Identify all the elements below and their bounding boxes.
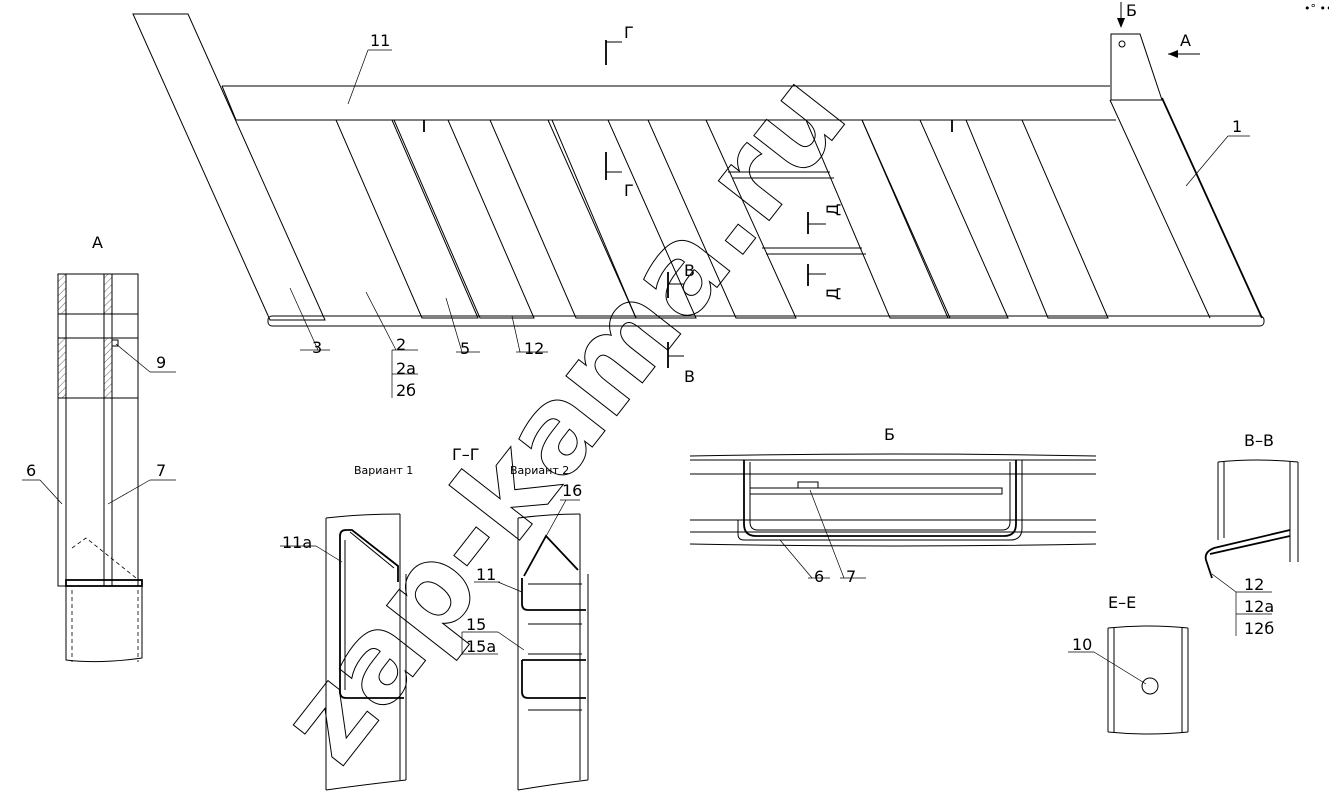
label-7: 7 [156,461,166,480]
label-11: 11 [370,31,390,50]
section-v-bottom: В [684,367,695,386]
section-vv-title: В–В [1244,431,1274,450]
label-7-b: 7 [846,567,856,586]
watermark: zap-kama.ru [253,49,872,788]
label-6: 6 [26,461,36,480]
variant-2-caption: Вариант 2 [510,464,569,477]
label-2: 2 [396,335,406,354]
label-12-vv: 12 [1244,575,1264,594]
label-12: 12 [524,339,544,358]
label-11: 11 [476,565,496,584]
view-b: Б 6 7 [689,425,1097,586]
leaders-main: 11 1 3 2 2а 2б 5 12 [289,31,1250,400]
label-5: 5 [460,339,470,358]
section-d-bottom: Д [823,288,842,301]
view-a-title: А [92,233,103,252]
section-mark-g-top: Г [605,23,634,65]
section-mark-g-mid: Г [605,152,634,200]
label-12b: 12б [1244,619,1274,638]
label-2a: 2а [396,359,416,378]
variant-1-caption: Вариант 1 [354,464,413,477]
section-ee: Е–Е 10 [1068,593,1189,735]
corner-mark: •° ••• [1304,2,1329,15]
left-rail [132,13,326,321]
view-b-mark: Б [1126,1,1137,20]
label-10: 10 [1072,635,1092,654]
view-mark-a: А [1168,31,1200,58]
label-1: 1 [1232,117,1242,136]
label-9: 9 [156,353,166,372]
label-2b: 2б [396,381,416,400]
section-mark-v-bottom: В [667,342,695,386]
label-11a: 11а [282,533,312,552]
label-3: 3 [312,338,322,357]
section-mark-d: Д Д [807,204,842,301]
section-gg-title: Г–Г [452,445,480,464]
section-mark-v-top: В [667,261,695,298]
view-a-mark: А [1180,31,1191,50]
view-b-title: Б [884,425,895,444]
slats [335,119,1109,319]
section-vv: В–В 12 12а 12б [1204,431,1299,638]
label-12a: 12а [1244,597,1274,616]
section-v-top: В [684,261,695,280]
section-g-mid: Г [624,181,634,200]
main-platform-view: Г Г В В Д Д Б [132,1,1265,400]
label-15a: 15а [466,637,496,656]
section-d-top: Д [823,204,842,217]
section-ee-title: Е–Е [1108,593,1136,612]
view-mark-b: Б [1117,1,1137,28]
section-gg: Г–Г Вариант 1 Вариант 2 11а 16 11 15 15а [280,445,589,791]
view-a: А 9 6 7 [22,233,176,663]
label-16: 16 [562,481,582,500]
section-g-top: Г [624,23,634,42]
label-6-b: 6 [814,567,824,586]
label-15: 15 [466,615,486,634]
bottom-beam [267,315,1265,327]
